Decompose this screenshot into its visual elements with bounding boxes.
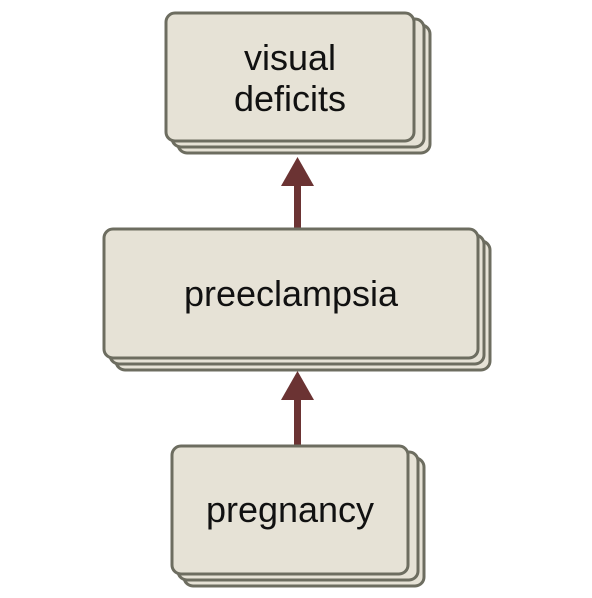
node-label: visual [244, 37, 336, 78]
arrow-shaft [294, 396, 301, 446]
node-visual-deficits: visual deficits [164, 11, 432, 155]
node-label: preeclampsia [184, 273, 399, 314]
arrow-head [281, 157, 314, 186]
node-preeclampsia: preeclampsia [102, 227, 492, 372]
edge-preeclampsia-to-visual-deficits [281, 157, 314, 232]
edge-pregnancy-to-preeclampsia [281, 371, 314, 446]
node-label: pregnancy [206, 489, 374, 530]
node-label: deficits [234, 78, 346, 119]
box-front [102, 227, 480, 360]
node-pregnancy: pregnancy [170, 444, 426, 588]
arrow-head [281, 371, 314, 400]
box-front [170, 444, 410, 576]
arrow-shaft [294, 182, 301, 232]
box-front [164, 11, 416, 143]
